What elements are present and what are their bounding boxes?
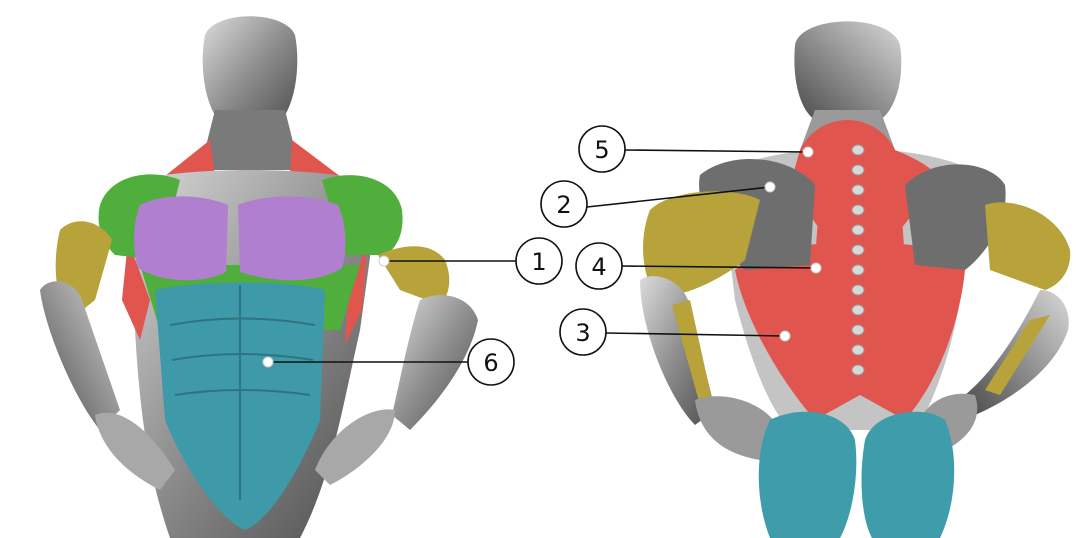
callout-3-number: 3 [575, 319, 590, 347]
callout-1-dot [379, 256, 389, 266]
callout-4-number: 4 [591, 253, 606, 281]
callout-1-number: 1 [531, 248, 546, 276]
front-pectoral-right [238, 196, 345, 280]
front-neck [200, 110, 300, 170]
callout-6-dot [263, 357, 273, 367]
callout-4-dot [811, 263, 821, 273]
callout-6-number: 6 [483, 349, 498, 377]
back-figure [640, 21, 1070, 538]
back-glute-right [861, 412, 954, 538]
front-figure [40, 16, 478, 538]
back-head [794, 21, 901, 120]
front-pectoral-left [134, 196, 228, 280]
callout-5-dot [803, 147, 813, 157]
back-glute-left [759, 412, 857, 538]
callout-2-number: 2 [556, 191, 571, 219]
callout-2-dot [765, 182, 775, 192]
back-triceps-right [985, 202, 1070, 290]
front-forearm-left [40, 281, 120, 430]
callout-5-leader [625, 150, 808, 152]
callout-3-dot [780, 331, 790, 341]
callout-5-number: 5 [594, 136, 609, 164]
